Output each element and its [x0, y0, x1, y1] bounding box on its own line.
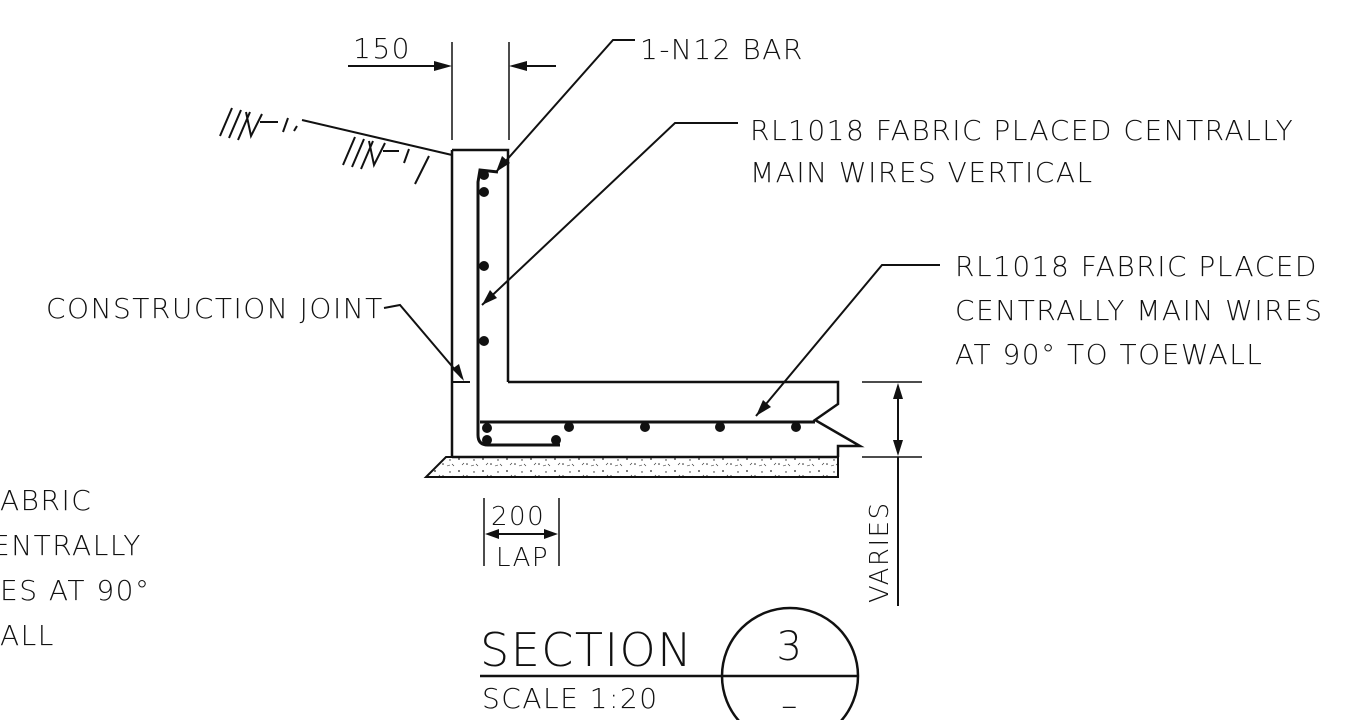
retaining-wall — [450, 148, 510, 457]
dim-lap-label: LAP — [496, 543, 549, 573]
leader-wall-fabric: RL1018 FABRIC PLACED CENTRALLY MAIN WIRE… — [481, 114, 1294, 306]
note-wall-fabric-1: RL1018 FABRIC PLACED CENTRALLY — [750, 114, 1294, 147]
note-top-bar: 1-N12 BAR — [640, 33, 804, 66]
ground-line — [219, 107, 453, 185]
bar-dot — [640, 422, 650, 432]
bar-dot — [791, 422, 801, 432]
section-circle — [720, 606, 860, 720]
bar-dot — [479, 261, 489, 271]
bar-dot — [715, 422, 725, 432]
section-label: SECTION — [480, 623, 693, 677]
leader-top-bar: 1-N12 BAR — [495, 33, 804, 173]
wall-thickness-dimension: 150 — [348, 32, 556, 140]
reinforcement — [476, 168, 815, 447]
height-dimension: VARIES — [862, 381, 922, 606]
bar-dot — [482, 435, 492, 445]
dim-lap-value: 200 — [491, 502, 545, 532]
left-clipped-note: ABRIC ENTRALLY ES AT 90° ALL — [0, 484, 150, 652]
note-slab-fabric-3: AT 90° TO TOEWALL — [955, 338, 1263, 371]
note-slab-fabric-2: CENTRALLY MAIN WIRES — [955, 294, 1324, 327]
bar-dot — [479, 187, 489, 197]
dim-height-label: VARIES — [865, 501, 895, 603]
note-construction-joint: CONSTRUCTION JOINT — [46, 292, 384, 325]
left-note-line-1: ABRIC — [0, 484, 92, 517]
section-title-block: SECTION 3 – SCALE 1:20 — [480, 606, 860, 720]
left-note-line-3: ES AT 90° — [0, 574, 150, 607]
bar-dot — [551, 435, 561, 445]
note-slab-fabric-1: RL1018 FABRIC PLACED — [955, 250, 1318, 283]
bar-dot — [564, 422, 574, 432]
note-wall-fabric-2: MAIN WIRES VERTICAL — [750, 156, 1094, 189]
leader-construction-joint: CONSTRUCTION JOINT — [46, 292, 464, 381]
left-note-line-2: ENTRALLY — [0, 529, 142, 562]
section-number: 3 — [777, 624, 804, 670]
dim-150-text: 150 — [353, 32, 411, 65]
bar-dot — [479, 170, 489, 180]
section-scale: SCALE 1:20 — [482, 682, 659, 715]
bar-dot — [479, 336, 489, 346]
blinding-layer — [423, 456, 839, 478]
leader-slab-fabric: RL1018 FABRIC PLACED CENTRALLY MAIN WIRE… — [755, 250, 1324, 417]
section-sheet: – — [781, 686, 799, 720]
bar-dot — [482, 423, 492, 433]
left-note-line-4: ALL — [0, 619, 55, 652]
lap-dimension: 200 LAP — [483, 498, 560, 573]
